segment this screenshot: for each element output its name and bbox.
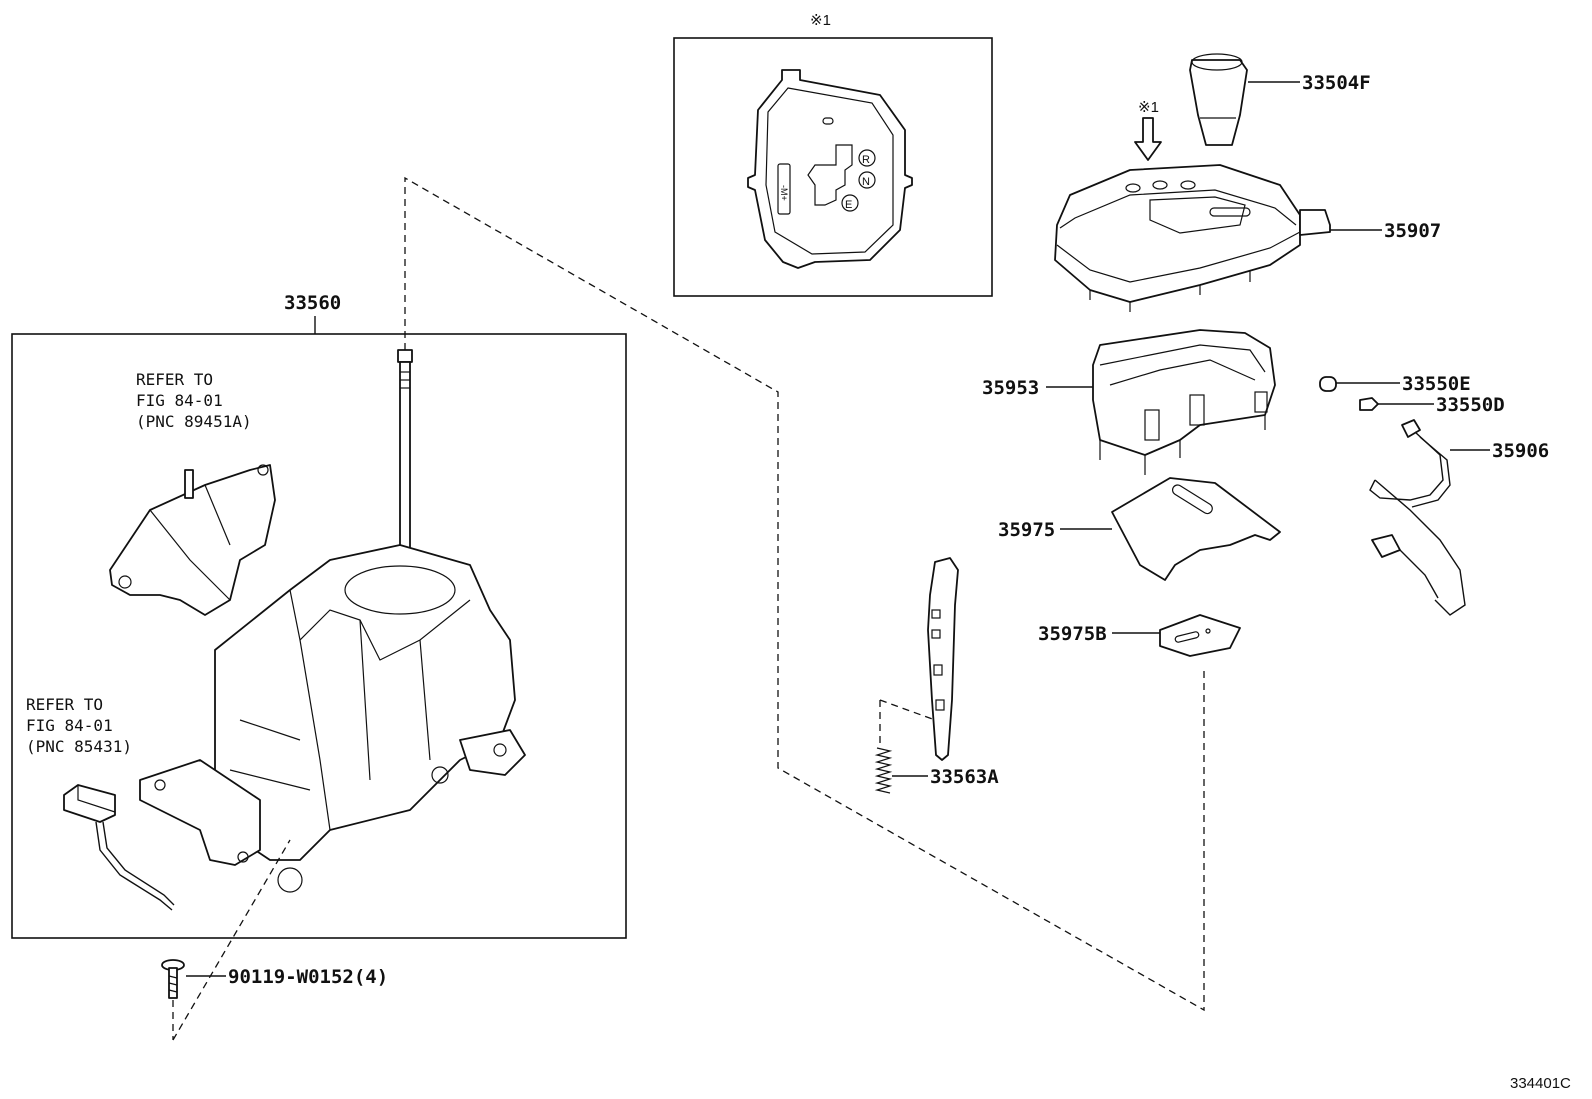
assembly-box-33560 — [11, 333, 627, 939]
refer-note-2-line1: REFER TO — [26, 695, 103, 714]
part-label-35975[interactable]: 35975 — [998, 519, 1055, 541]
slide-cover-part — [1111, 477, 1281, 581]
inset-symbol-n: N — [862, 176, 870, 188]
inset-callout-mark: ※1 — [810, 12, 831, 29]
inset-symbol-r: R — [862, 154, 870, 166]
shift-knob-part — [1189, 53, 1248, 146]
wire-harness-part — [1369, 419, 1466, 616]
part-label-35975B[interactable]: 35975B — [1038, 623, 1107, 645]
spring-part — [874, 747, 893, 794]
part-label-33504F[interactable]: 33504F — [1302, 72, 1371, 94]
shift-lever-housing — [139, 544, 526, 893]
selector-cover-part — [109, 464, 276, 616]
slide-plate-part — [1159, 614, 1241, 657]
shift-plate-inset: -M+ R N E — [747, 69, 913, 269]
bulb-part-33550E — [1319, 376, 1337, 392]
refer-note-2-line3: (PNC 85431) — [26, 737, 132, 756]
connector-wire-part — [63, 784, 175, 911]
indicator-bracket-part — [1092, 329, 1276, 475]
part-label-33550E[interactable]: 33550E — [1402, 373, 1471, 395]
inset-slot-text: -M+ — [779, 185, 789, 201]
bolt-part — [161, 959, 185, 999]
refer-note-1-line2: FIG 84-01 — [136, 391, 223, 410]
inset-box — [673, 37, 993, 297]
diagram-code: 334401C — [1510, 1075, 1571, 1092]
lock-pin-part — [927, 557, 959, 761]
part-label-90119[interactable]: 90119-W0152(4) — [228, 966, 388, 988]
part-label-33550D[interactable]: 33550D — [1436, 394, 1505, 416]
refer-note-1-line1: REFER TO — [136, 370, 213, 389]
arrow-callout-mark: ※1 — [1138, 99, 1159, 116]
part-label-35953[interactable]: 35953 — [982, 377, 1039, 399]
refer-note-1-line3: (PNC 89451A) — [136, 412, 252, 431]
indicator-housing-part — [1054, 164, 1331, 312]
refer-note-2-line2: FIG 84-01 — [26, 716, 113, 735]
down-arrow-icon — [1134, 117, 1162, 161]
bulb-part-33550D — [1359, 397, 1379, 411]
part-label-33563A[interactable]: 33563A — [930, 766, 999, 788]
inset-symbol-e: E — [845, 199, 852, 211]
part-label-35906[interactable]: 35906 — [1492, 440, 1549, 462]
part-label-35907[interactable]: 35907 — [1384, 220, 1441, 242]
part-label-33560[interactable]: 33560 — [284, 292, 341, 314]
